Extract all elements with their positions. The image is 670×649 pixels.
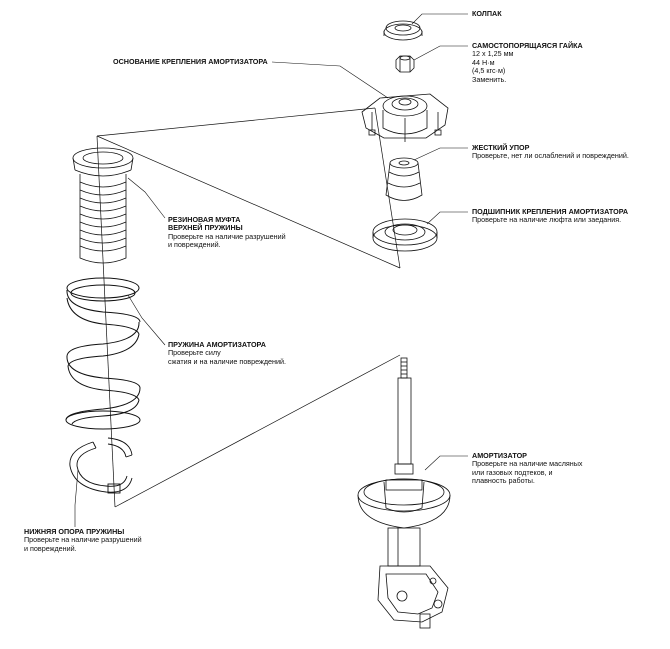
rubber-boot-note-1: Проверьте на наличие разрушений bbox=[168, 231, 286, 241]
nut-torque-nm: 44 Н·м bbox=[472, 57, 495, 67]
mount-base-label: ОСНОВАНИЕ КРЕПЛЕНИЯ АМОРТИЗАТОРА bbox=[113, 57, 268, 66]
rubber-boot-label: РЕЗИНОВАЯ МУФТА ВЕРХНЕЙ ПРУЖИНЫ Проверьт… bbox=[168, 215, 286, 250]
mount-base-title: ОСНОВАНИЕ КРЕПЛЕНИЯ АМОРТИЗАТОРА bbox=[113, 57, 268, 66]
nut-note: Заменить. bbox=[472, 74, 507, 84]
damper-part bbox=[357, 357, 451, 629]
damper-title: АМОРТИЗАТОР bbox=[472, 451, 527, 460]
nut-torque-kgf: (4,5 кгс·м) bbox=[472, 66, 506, 76]
bump-stop-label: ЖЕСТКИЙ УПОР Проверьте, нет ли ослаблени… bbox=[472, 143, 629, 161]
spring-label: ПРУЖИНА АМОРТИЗАТОРА Проверьте силу сжат… bbox=[168, 340, 287, 366]
rubber-boot-title-1: РЕЗИНОВАЯ МУФТА bbox=[168, 215, 241, 224]
cap-title: КОЛПАК bbox=[472, 9, 502, 18]
spring-title: ПРУЖИНА АМОРТИЗАТОРА bbox=[168, 340, 266, 349]
cap-label: КОЛПАК bbox=[472, 9, 502, 18]
damper-note-2: или газовых подтеков, и bbox=[472, 467, 553, 477]
spring-note-1: Проверьте силу bbox=[168, 348, 221, 358]
damper-note-1: Проверьте на наличие масляных bbox=[472, 459, 583, 469]
nut-size: 12 х 1,25 мм bbox=[472, 49, 514, 59]
mount-bearing-note: Проверьте на наличие люфта или заедания. bbox=[472, 215, 622, 225]
rubber-boot-note-2: и повреждений. bbox=[168, 240, 221, 250]
nut-part bbox=[395, 55, 415, 73]
lower-seat-note-1: Проверьте на наличие разрушений bbox=[24, 535, 142, 545]
damper-label: АМОРТИЗАТОР Проверьте на наличие масляны… bbox=[472, 451, 583, 486]
bump-stop-note: Проверьте, нет ли ослаблений и поврежден… bbox=[472, 151, 629, 161]
lower-seat-label: НИЖНЯЯ ОПОРА ПРУЖИНЫ Проверьте на наличи… bbox=[24, 527, 142, 553]
nut-label: САМОСТОПОРЯЩАЯСЯ ГАЙКА 12 х 1,25 мм 44 Н… bbox=[472, 41, 583, 84]
lower-seat-part bbox=[69, 437, 133, 494]
bump-stop-title: ЖЕСТКИЙ УПОР bbox=[472, 143, 530, 152]
nut-title: САМОСТОПОРЯЩАЯСЯ ГАЙКА bbox=[472, 41, 583, 50]
rubber-boot-title-2: ВЕРХНЕЙ ПРУЖИНЫ bbox=[168, 223, 243, 233]
assembly-outline bbox=[96, 107, 401, 508]
lower-seat-title: НИЖНЯЯ ОПОРА ПРУЖИНЫ bbox=[24, 527, 125, 536]
mount-bearing-label: ПОДШИПНИК КРЕПЛЕНИЯ АМОРТИЗАТОРА Проверь… bbox=[472, 207, 629, 225]
lower-seat-note-2: и повреждений. bbox=[24, 543, 77, 553]
mount-bearing-title: ПОДШИПНИК КРЕПЛЕНИЯ АМОРТИЗАТОРА bbox=[472, 207, 629, 216]
cap-part bbox=[383, 20, 423, 41]
mount-bearing-part bbox=[372, 218, 438, 252]
rubber-boot-part bbox=[72, 147, 134, 264]
spring-part bbox=[65, 277, 141, 430]
bump-stop-part bbox=[385, 157, 423, 201]
damper-note-3: плавность работы. bbox=[472, 476, 535, 486]
spring-note-2: сжатия и на наличие повреждений. bbox=[168, 356, 287, 366]
leader-lines bbox=[74, 13, 468, 527]
mount-base-part bbox=[361, 93, 449, 142]
